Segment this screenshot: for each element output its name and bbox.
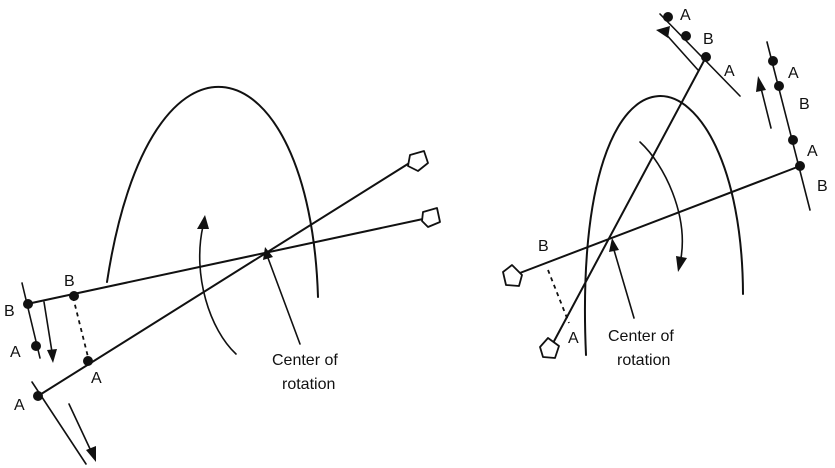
right-label-b-left: B [538, 238, 549, 255]
right-point-b-top [701, 52, 711, 62]
right-label-b-right1: B [799, 96, 810, 113]
left-dashed-connector [72, 296, 89, 358]
right-motion-arrowhead-right [756, 76, 766, 92]
left-point-a-upper [31, 341, 41, 351]
left-line-b [26, 218, 424, 305]
left-line-a [37, 161, 412, 397]
right-center-label-line2: rotation [617, 352, 670, 369]
right-line-b [511, 165, 801, 277]
right-motion-arrow-right [760, 87, 772, 129]
left-prism-lower [421, 207, 441, 228]
left-center-label-line2: rotation [282, 376, 335, 393]
left-center-pointer-head [263, 247, 273, 260]
right-prism-left [502, 264, 523, 287]
right-point-a-top2 [681, 31, 691, 41]
right-label-a-bottom: A [568, 330, 579, 347]
left-motion-arrowhead-1 [47, 349, 57, 363]
right-point-b-right [795, 161, 805, 171]
right-guide-right [766, 41, 811, 211]
right-motion-arrow-top [663, 31, 699, 71]
right-label-a-top1: A [680, 7, 691, 24]
left-parabola [106, 85, 319, 298]
right-center-pointer-head [609, 238, 619, 252]
left-point-a-inner [83, 356, 93, 366]
right-point-a-right3 [788, 135, 798, 145]
left-point-b-outer [23, 299, 33, 309]
left-point-a-lower [33, 391, 43, 401]
right-rotation-arrowhead [676, 256, 687, 272]
left-center-label-line1: Center of [272, 352, 338, 369]
left-label-b-outer: B [4, 303, 15, 320]
left-point-b-inner [69, 291, 79, 301]
left-label-b-inner: B [64, 273, 75, 290]
right-rotation-arrow [639, 141, 683, 259]
right-label-a-right1: A [788, 65, 799, 82]
left-rotation-arrow [199, 225, 237, 355]
right-label-b-top: B [703, 31, 714, 48]
left-panel: B B A A A Center of rotation [4, 85, 441, 465]
right-point-a-top1 [663, 12, 673, 22]
right-dashed-connector [547, 269, 570, 324]
right-point-a-right1 [768, 56, 778, 66]
left-motion-arrow-shaft-2 [68, 403, 92, 452]
right-center-pointer [613, 249, 635, 319]
left-center-pointer [267, 257, 301, 345]
right-prism-bottom [539, 337, 560, 359]
left-motion-arrowhead-2 [86, 446, 96, 462]
left-motion-arrow-shaft-1 [43, 301, 53, 353]
right-label-b-right2: B [817, 178, 828, 195]
right-parabola [584, 95, 744, 356]
left-label-a-upper: A [10, 344, 21, 361]
left-prism-upper [407, 150, 429, 172]
right-label-a-right2: A [807, 143, 818, 160]
right-label-a-top2: A [724, 63, 735, 80]
left-label-a-lower: A [14, 397, 25, 414]
right-panel: A B A A B A B B A Center of rotation [502, 7, 828, 369]
right-line-a [551, 56, 707, 346]
right-point-a-right2 [774, 81, 784, 91]
left-rotation-arrowhead [197, 215, 209, 229]
left-label-a-inner: A [91, 370, 102, 387]
right-center-label-line1: Center of [608, 328, 674, 345]
right-guide-top [659, 13, 741, 97]
